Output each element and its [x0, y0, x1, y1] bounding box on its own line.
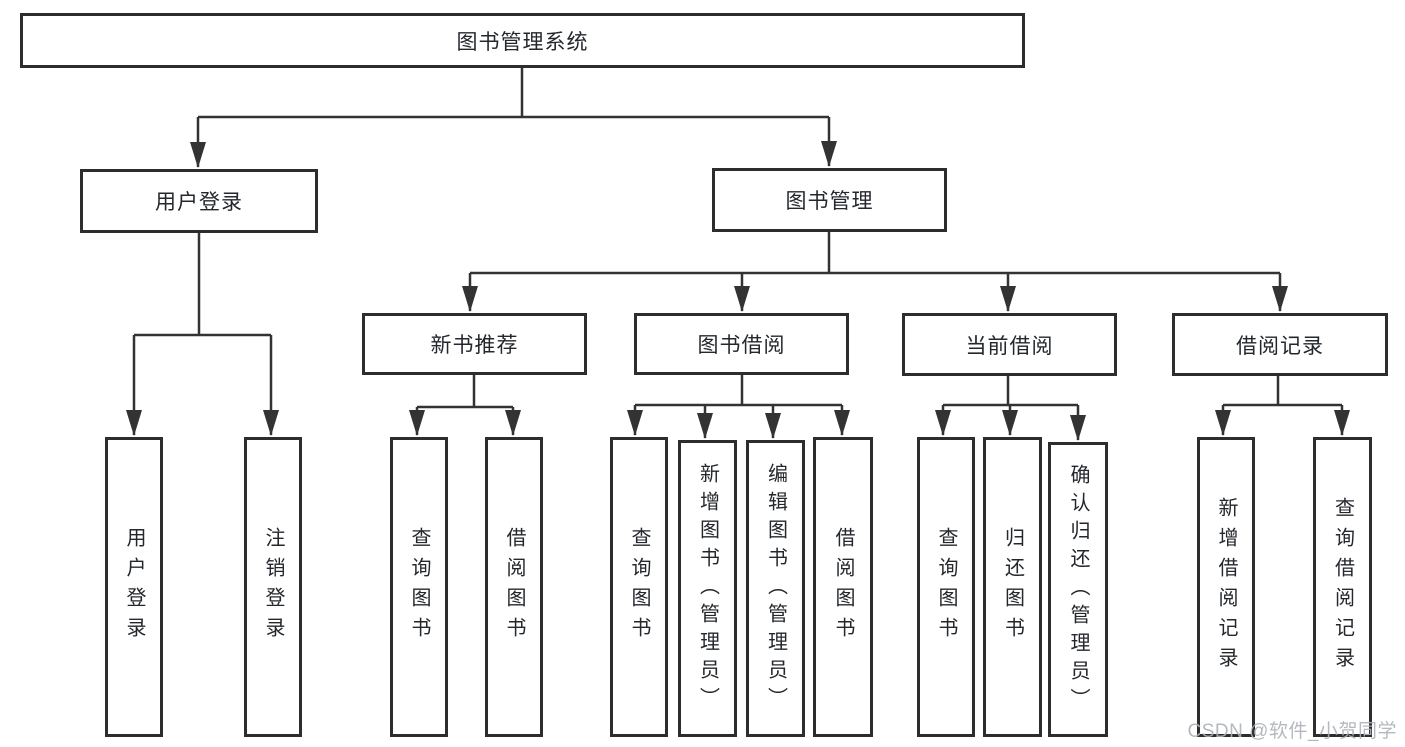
node-new-book-recommendation: 新书推荐 — [362, 313, 587, 375]
leaf-add-book-admin-label: 新增图书（管理员） — [696, 462, 719, 715]
leaf-return-book: 归还图书 — [983, 437, 1042, 737]
leaf-query-books-current-label: 查询图书 — [935, 527, 957, 647]
leaf-user-login: 用户登录 — [105, 437, 163, 737]
leaf-add-borrow-record: 新增借阅记录 — [1197, 437, 1255, 737]
leaf-return-book-label: 归还图书 — [1001, 527, 1024, 647]
leaf-borrow-books-label: 借阅图书 — [832, 527, 854, 647]
leaf-confirm-return-admin: 确认归还（管理员） — [1048, 442, 1108, 737]
node-book-borrowing: 图书借阅 — [634, 313, 849, 375]
node-root-system: 图书管理系统 — [20, 13, 1025, 68]
leaf-borrow-books-recommend: 借阅图书 — [485, 437, 543, 737]
csdn-watermark: CSDN @软件_小贺同学 — [1187, 721, 1397, 742]
leaf-add-book-admin: 新增图书（管理员） — [678, 440, 737, 737]
leaf-user-login-label: 用户登录 — [123, 527, 145, 647]
leaf-query-books-borrow-label: 查询图书 — [628, 527, 650, 647]
node-borrowing-records: 借阅记录 — [1172, 313, 1388, 376]
leaf-edit-book-admin: 编辑图书（管理员） — [746, 440, 805, 737]
leaf-edit-book-admin-label: 编辑图书（管理员） — [764, 462, 787, 715]
leaf-borrow-books-recommend-label: 借阅图书 — [503, 527, 525, 647]
leaf-query-books-recommend: 查询图书 — [390, 437, 448, 737]
leaf-confirm-return-admin-label: 确认归还（管理员） — [1067, 463, 1089, 716]
leaf-query-borrow-record: 查询借阅记录 — [1313, 437, 1372, 737]
leaf-logout: 注销登录 — [244, 437, 302, 737]
node-user-login: 用户登录 — [80, 169, 318, 233]
leaf-query-borrow-record-label: 查询借阅记录 — [1331, 497, 1354, 677]
leaf-logout-label: 注销登录 — [262, 527, 284, 647]
leaf-add-borrow-record-label: 新增借阅记录 — [1215, 497, 1237, 677]
node-book-management: 图书管理 — [712, 168, 947, 232]
leaf-borrow-books: 借阅图书 — [813, 437, 873, 737]
node-current-borrowing: 当前借阅 — [902, 313, 1117, 376]
leaf-query-books-recommend-label: 查询图书 — [408, 527, 430, 647]
leaf-query-books-borrow: 查询图书 — [610, 437, 668, 737]
leaf-query-books-current: 查询图书 — [917, 437, 975, 737]
